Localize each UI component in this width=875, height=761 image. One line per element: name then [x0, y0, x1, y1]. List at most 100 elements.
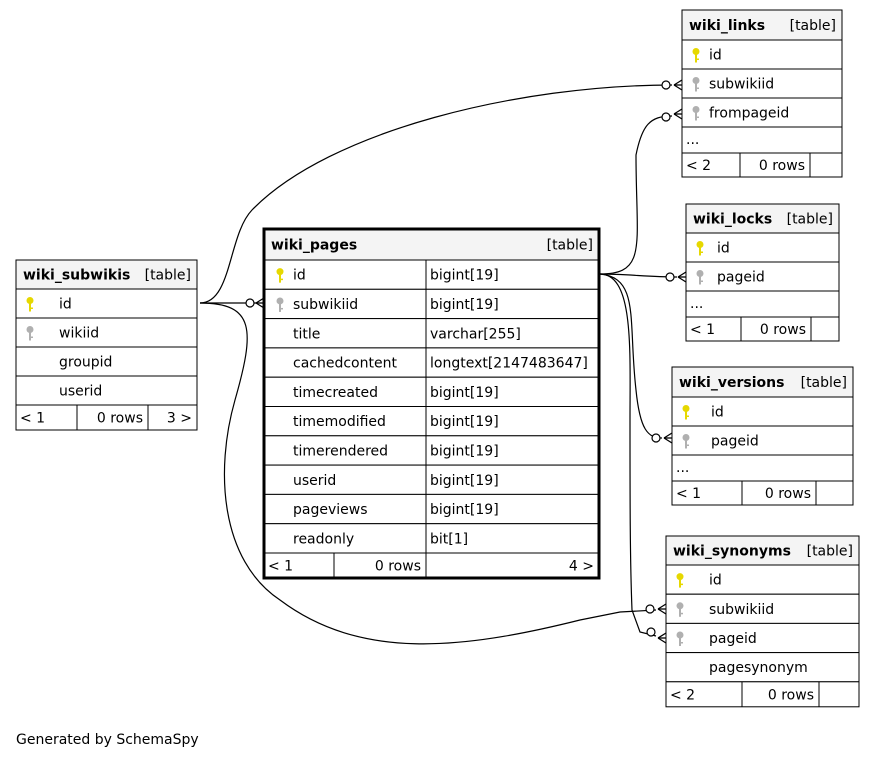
column-type: bigint[19] — [430, 268, 499, 284]
many-optional-end — [661, 79, 683, 91]
primary-key-icon — [692, 48, 700, 63]
column-name: timecreated — [293, 385, 378, 401]
table-type-label: [table] — [801, 375, 847, 391]
table-title: wiki_subwikis — [23, 268, 130, 284]
column-name: id — [59, 297, 72, 313]
row-count: 0 rows — [760, 322, 806, 338]
column-name: subwikiid — [709, 77, 774, 93]
row-count: 0 rows — [759, 158, 805, 174]
primary-key-icon — [276, 268, 284, 283]
column-type: varchar[255] — [430, 326, 521, 342]
table-wiki-subwikis[interactable]: wiki_subwikis [table] id wikiid groupid useri… — [15, 259, 198, 431]
relationship-line — [199, 302, 657, 645]
foreign-key-icon — [696, 270, 704, 285]
column-type: bigint[19] — [430, 443, 499, 459]
more-columns-indicator: ... — [690, 296, 703, 312]
generated-by-footer: Generated by SchemaSpy — [16, 732, 199, 748]
column-type: bigint[19] — [430, 385, 499, 401]
table-type-label: [table] — [790, 18, 836, 34]
many-optional-end — [665, 271, 687, 283]
column-name: userid — [59, 384, 102, 400]
many-optional-end — [645, 603, 667, 615]
column-name: frompageid — [709, 106, 789, 122]
parents-count: < 2 — [686, 158, 711, 174]
many-optional-end — [245, 297, 265, 309]
parents-count: < 1 — [690, 322, 715, 338]
primary-key-icon — [696, 241, 704, 256]
column-name: id — [709, 48, 722, 64]
parents-count: < 1 — [20, 411, 45, 427]
relationship-line — [599, 273, 663, 439]
table-type-label: [table] — [547, 238, 593, 254]
relationship-line — [199, 84, 673, 304]
primary-key-icon — [682, 405, 690, 420]
foreign-key-icon — [682, 434, 690, 449]
column-name: id — [717, 241, 730, 257]
parents-count: < 1 — [676, 486, 701, 502]
many-optional-end — [661, 108, 683, 122]
table-title: wiki_pages — [271, 238, 357, 254]
table-type-label: [table] — [145, 268, 191, 284]
column-name: pageid — [711, 434, 759, 450]
foreign-key-icon — [676, 631, 684, 646]
relationship-ends — [245, 79, 687, 644]
column-name: wikiid — [59, 326, 99, 342]
column-name: pageviews — [293, 502, 368, 518]
children-count: 3 > — [167, 411, 192, 427]
foreign-key-icon — [276, 297, 284, 312]
column-name: pageid — [717, 270, 765, 286]
primary-key-icon — [26, 297, 34, 312]
row-count: 0 rows — [765, 486, 811, 502]
parents-count: < 2 — [670, 687, 695, 703]
table-wiki-locks[interactable]: wiki_locks [table] id pageid... < 1 0 rows — [685, 203, 840, 342]
column-name: timerendered — [293, 443, 388, 459]
row-count: 0 rows — [768, 687, 814, 703]
column-name: pagesynonym — [709, 660, 808, 676]
table-type-label: [table] — [807, 544, 853, 560]
row-count: 0 rows — [375, 559, 421, 575]
column-name: readonly — [293, 531, 354, 547]
column-name: id — [711, 405, 724, 421]
foreign-key-icon — [692, 77, 700, 92]
table-title: wiki_versions — [679, 375, 784, 391]
foreign-key-icon — [676, 602, 684, 617]
column-type: bit[1] — [430, 531, 468, 547]
many-optional-end — [646, 627, 667, 644]
table-title: wiki_links — [689, 18, 765, 34]
column-type: bigint[19] — [430, 473, 499, 489]
parents-count: < 1 — [268, 559, 293, 575]
column-name: id — [709, 573, 722, 589]
foreign-key-icon — [26, 326, 34, 341]
column-name: cachedcontent — [293, 356, 397, 372]
more-columns-indicator: ... — [686, 132, 699, 148]
column-name: subwikiid — [709, 602, 774, 618]
column-type: bigint[19] — [430, 414, 499, 430]
column-name: pageid — [709, 631, 757, 647]
table-wiki-pages[interactable]: wiki_pages [table] id bigint[19] subwikiid bi… — [262, 227, 601, 580]
column-type: bigint[19] — [430, 297, 499, 313]
row-count: 0 rows — [97, 411, 143, 427]
column-type: bigint[19] — [430, 502, 499, 518]
more-columns-indicator: ... — [676, 460, 689, 476]
column-name: groupid — [59, 355, 112, 371]
column-name: timemodified — [293, 414, 386, 430]
relationship-edges — [199, 84, 678, 645]
column-name: subwikiid — [293, 297, 358, 313]
column-name: userid — [293, 473, 336, 489]
table-wiki-links[interactable]: wiki_links [table] id subwikiid frompageid..… — [681, 9, 843, 178]
table-title: wiki_synonyms — [673, 544, 791, 560]
primary-key-icon — [676, 573, 684, 588]
many-optional-end — [651, 432, 673, 444]
relationship-line — [599, 273, 657, 637]
foreign-key-icon — [692, 106, 700, 121]
table-type-label: [table] — [787, 212, 833, 228]
column-type: longtext[2147483647] — [430, 356, 588, 372]
column-name: id — [293, 268, 306, 284]
tables-layer: wiki_links [table] id subwikiid frompageid..… — [15, 9, 860, 708]
table-wiki-versions[interactable]: wiki_versions [table] id pageid... < 1 0 rows — [671, 366, 854, 506]
column-name: title — [293, 326, 320, 342]
table-wiki-synonyms[interactable]: wiki_synonyms [table] id subwikiid pageid pag… — [665, 535, 860, 708]
table-title: wiki_locks — [693, 212, 772, 228]
children-count: 4 > — [569, 559, 594, 575]
